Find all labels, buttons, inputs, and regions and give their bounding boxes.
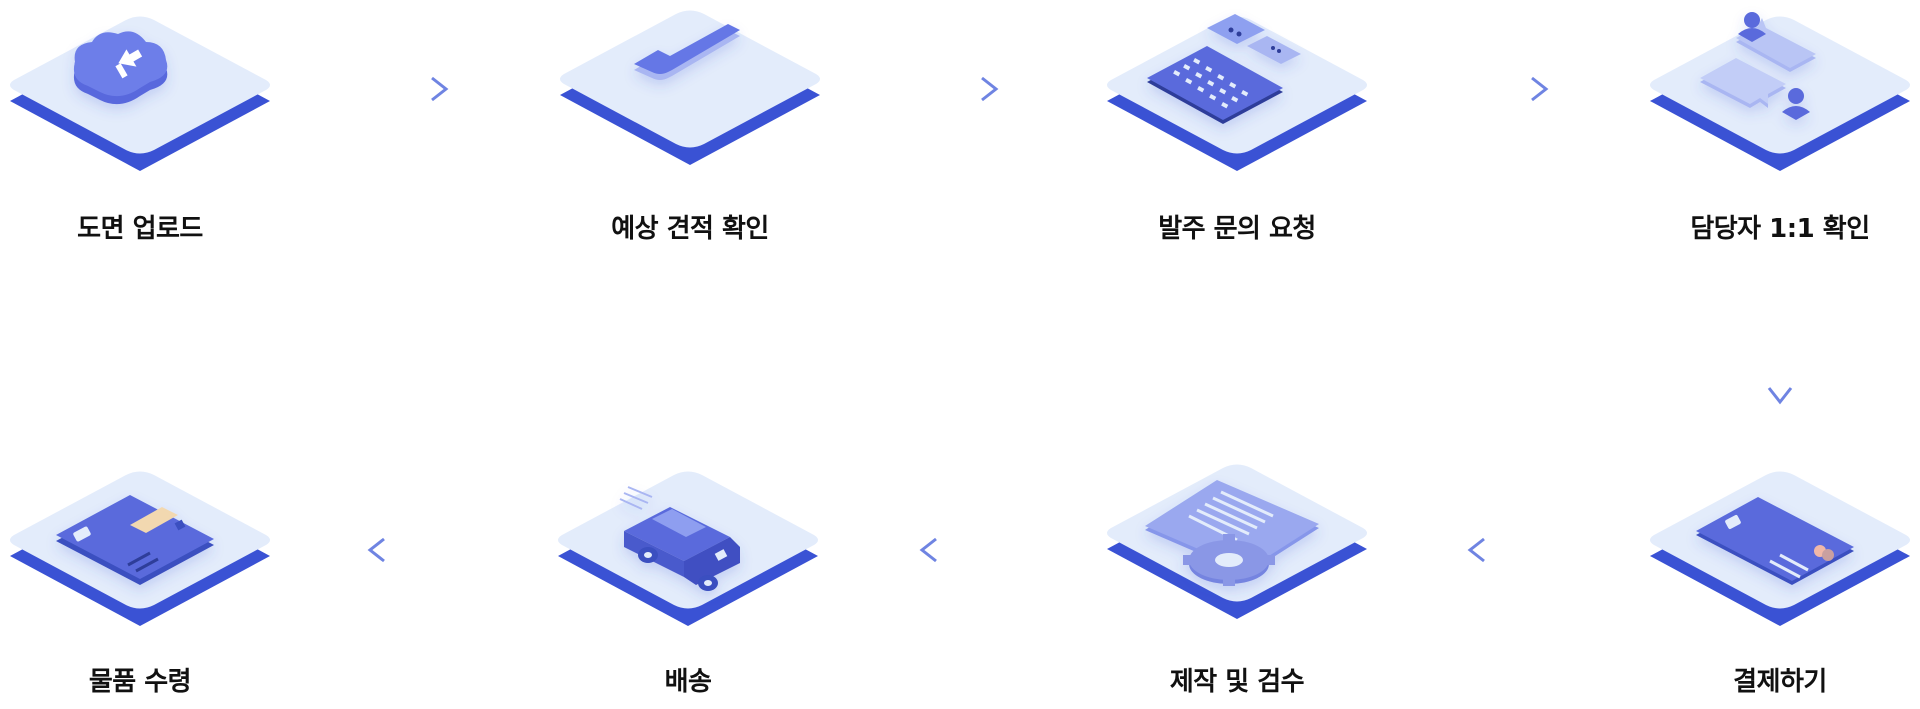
check-mark-icon: [560, 10, 820, 165]
step-label: 발주 문의 요청: [1158, 214, 1316, 244]
document-gear-icon: [1107, 464, 1367, 619]
cloud-upload-icon: [10, 16, 270, 171]
step-label: 제작 및 검수: [1169, 667, 1305, 697]
arrow-right-icon: [372, 76, 449, 102]
chat-bubbles-icon: [1650, 12, 1910, 171]
step-payment: 결제하기: [1640, 455, 1920, 709]
arrow-left-icon: [367, 537, 448, 563]
arrow-left-icon: [919, 537, 1000, 563]
step-label: 배송: [664, 667, 712, 697]
step-manager-check: 담당자 1:1 확인: [1640, 0, 1920, 260]
step-label: 도면 업로드: [77, 214, 203, 244]
step-drawing-upload: 도면 업로드: [0, 0, 280, 260]
step-label: 담당자 1:1 확인: [1690, 214, 1870, 244]
arrow-left-icon: [1467, 537, 1548, 563]
package-box-icon: [10, 471, 270, 626]
step-label: 물품 수령: [88, 667, 192, 697]
arrow-right-icon: [922, 76, 999, 102]
step-estimate-check: 예상 견적 확인: [550, 0, 830, 254]
step-order-request: 발주 문의 요청: [1097, 0, 1377, 260]
arrow-down-icon: [1767, 322, 1793, 405]
step-production-inspection: 제작 및 검수: [1097, 448, 1377, 709]
step-receipt: 물품 수령: [0, 455, 280, 709]
step-shipping: 배송: [548, 455, 828, 709]
step-label: 결제하기: [1733, 667, 1827, 697]
delivery-truck-icon: [558, 471, 818, 626]
credit-card-icon: [1650, 471, 1910, 626]
keyboard-message-icon: [1107, 14, 1367, 171]
arrow-right-icon: [1472, 76, 1549, 102]
step-label: 예상 견적 확인: [611, 214, 769, 244]
